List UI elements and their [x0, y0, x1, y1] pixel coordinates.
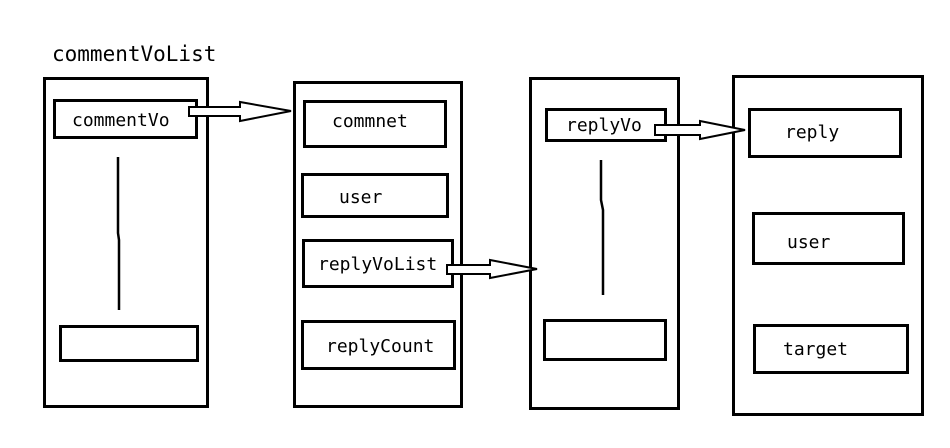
reply-vo-list-field-label: replyVoList — [318, 254, 438, 275]
reply-count-field-box — [301, 320, 456, 370]
comment-vo-empty-box — [59, 325, 199, 362]
commnet-field-box — [303, 100, 447, 148]
comment-vo-list-container — [43, 77, 209, 408]
reply-vo-empty-box — [543, 319, 667, 361]
comment-vo-label: commentVo — [72, 110, 170, 131]
reply-user-field-label: user — [787, 232, 831, 253]
reply-vo-label: replyVo — [566, 115, 642, 136]
user-field-box — [301, 173, 449, 218]
arrow-replyvolist-to-replyvo — [446, 258, 538, 280]
arrow-commentvo-to-comment — [188, 100, 292, 123]
reply-vo-container — [732, 75, 924, 416]
reply-vo-list-field-box — [302, 239, 454, 288]
column1-ellipsis-line — [116, 157, 121, 310]
target-field-label: target — [783, 339, 849, 360]
commnet-field-label: commnet — [332, 111, 408, 132]
arrow-replyvo-to-reply — [654, 119, 746, 141]
diagram-title: commentVoList — [52, 42, 217, 66]
comment-vo-box — [53, 99, 198, 139]
reply-field-label: reply — [785, 122, 840, 143]
column3-ellipsis-line — [599, 160, 605, 295]
reply-count-field-label: replyCount — [326, 336, 435, 357]
user-field-label: user — [339, 187, 383, 208]
reply-user-field-box — [752, 212, 905, 265]
comment-vo-container — [293, 81, 463, 408]
reply-vo-list-container — [529, 77, 680, 410]
target-field-box — [753, 324, 909, 374]
reply-field-box — [748, 108, 902, 158]
